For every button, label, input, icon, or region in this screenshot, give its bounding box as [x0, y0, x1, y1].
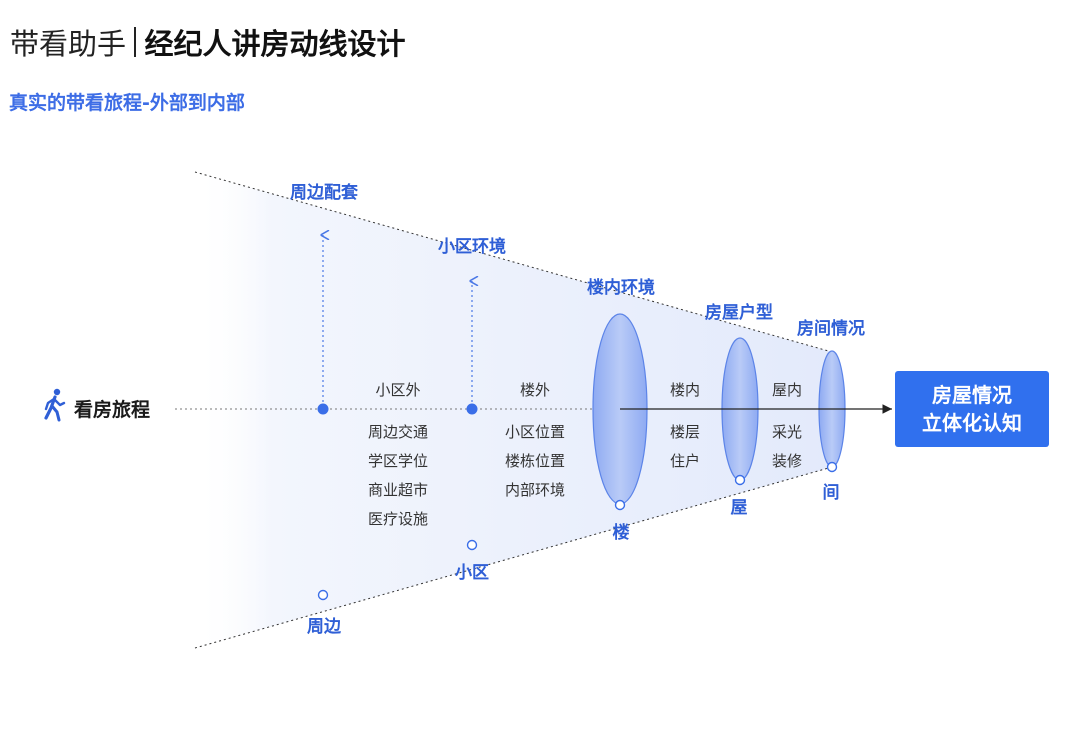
journey-dot-surroundings: [317, 403, 329, 415]
stage-item: 楼层: [670, 423, 700, 441]
top-label-building: 楼内环境: [587, 277, 655, 298]
stage-item: 住户: [670, 452, 700, 470]
stage-head-outside-building: 楼外: [520, 381, 550, 399]
bottom-label-house: 屋: [731, 498, 748, 518]
bottom-label-community: 小区: [455, 563, 489, 583]
funnel-bottom-edge: [194, 466, 833, 649]
stage-head-inside-house: 屋内: [772, 381, 802, 399]
bottom-label-surroundings: 周边: [307, 617, 342, 637]
stage-item: 商业超市: [368, 481, 428, 499]
stage-item: 周边交通: [368, 423, 428, 441]
bottom-label-room: 间: [823, 482, 840, 503]
result-line-2: 立体化认知: [922, 411, 1022, 435]
page-subtitle: 真实的带看旅程-外部到内部: [9, 92, 245, 114]
bottom-dot-building: [614, 499, 626, 511]
walking-person-icon: [44, 388, 66, 422]
funnel-top-edge: [194, 171, 833, 353]
stage-head-inside-building: 楼内: [670, 381, 700, 399]
page-title: 经纪人讲房动线设计: [144, 27, 406, 61]
stage-item: 楼栋位置: [505, 452, 565, 470]
stage-item: 小区位置: [505, 423, 565, 441]
top-label-community: 小区环境: [438, 236, 506, 257]
app-name: 带看助手: [10, 27, 127, 61]
bottom-dot-house: [734, 474, 746, 486]
result-box: 房屋情况 立体化认知: [895, 371, 1049, 447]
journey-label: 看房旅程: [73, 398, 150, 421]
bottom-dot-surroundings: [317, 589, 329, 601]
top-label-room: 房间情况: [797, 318, 865, 339]
bottom-dot-community: [466, 539, 478, 551]
stage-head-outside-community: 小区外: [375, 381, 420, 399]
top-label-house: 房屋户型: [705, 302, 773, 323]
journey-dot-community: [466, 403, 478, 415]
bottom-label-building: 楼: [613, 522, 630, 543]
bottom-dot-room: [826, 461, 838, 473]
funnel-shape: [195, 172, 832, 648]
stage-item: 学区学位: [368, 452, 428, 470]
top-label-surroundings: 周边配套: [290, 182, 359, 203]
stage-item: 内部环境: [505, 481, 565, 499]
title-row: 带看助手 经纪人讲房动线设计: [10, 24, 406, 61]
stage-item: 装修: [772, 452, 802, 470]
stage-item: 采光: [772, 423, 802, 441]
title-divider: [134, 27, 136, 57]
stage-item: 医疗设施: [368, 510, 428, 528]
result-line-1: 房屋情况: [932, 383, 1012, 407]
